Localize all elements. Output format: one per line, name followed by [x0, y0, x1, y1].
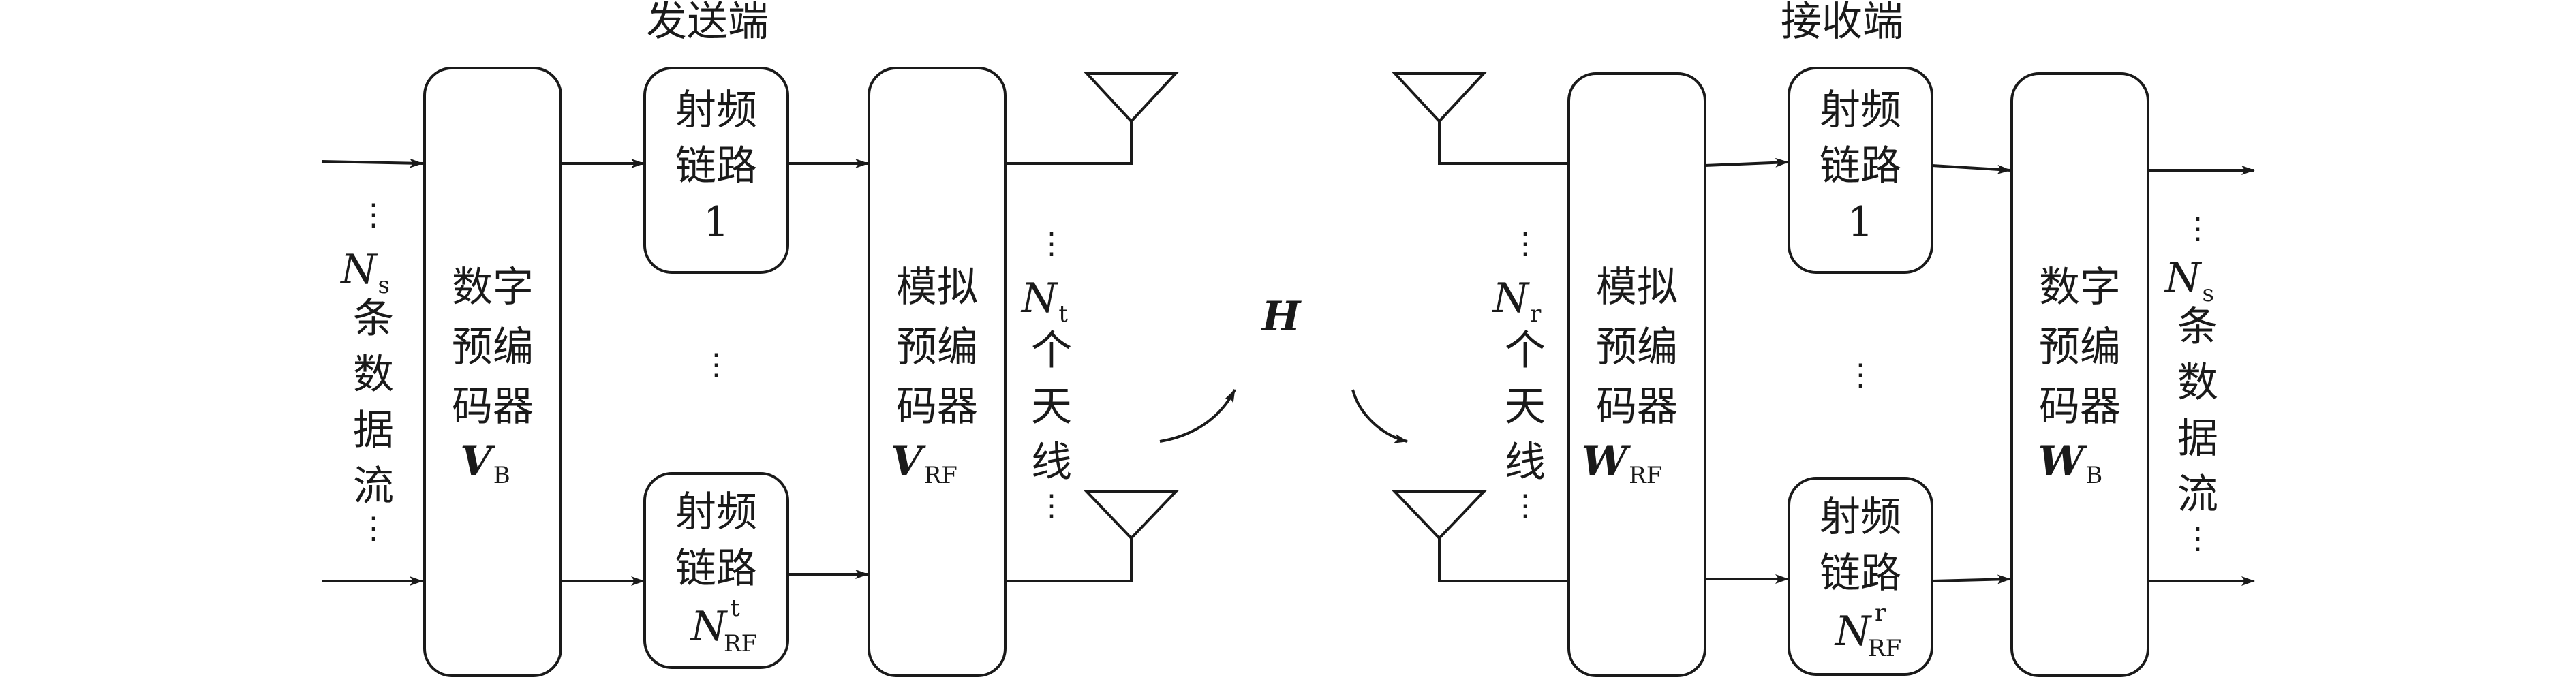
rx-arrow-rfn-dc — [1931, 574, 2011, 584]
rx-antenna-dots-bottom: ⋮ — [1510, 488, 1540, 523]
rx-rf-chain-bottom-sup: r — [1875, 599, 1886, 627]
tx-rf-chain-bottom-line-1: 射频 — [675, 488, 757, 536]
rx-digital-combiner-symbol: WB — [2038, 437, 2102, 489]
tx-rf-chain-bottom-sup: t — [731, 595, 740, 622]
rx-output-line-1: 条 — [2177, 303, 2218, 351]
rx-output-line-2: 数 — [2177, 359, 2218, 407]
tx-antenna-bottom-icon — [1084, 490, 1179, 540]
tx-input-arrow-top — [321, 158, 423, 168]
rx-digital-combiner-block: 数字 预编 码器 WB — [2010, 72, 2149, 677]
rx-output-line-3: 据 — [2177, 415, 2218, 463]
tx-antenna-n: Nt — [1020, 275, 1069, 328]
tx-digital-precoder-line-2: 预编 — [452, 324, 534, 371]
rx-title: 接收端 — [1781, 0, 1903, 46]
tx-input-line-3: 据 — [353, 407, 394, 454]
tx-digital-precoder-block: 数字 预编 码器 VB — [423, 67, 562, 677]
rx-antenna-label: ⋮ Nr 个 天 线 ⋮ — [1492, 226, 1546, 523]
tx-analog-precoder-symbol: VRF — [891, 437, 957, 489]
rx-analog-combiner-symbol: WRF — [1582, 437, 1663, 489]
rx-rf-chain-top: 射频 链路 1 — [1788, 67, 1933, 274]
rx-antenna-bottom-icon — [1392, 490, 1487, 540]
rx-output-line-4: 流 — [2177, 471, 2218, 518]
tx-rf-chain-top-index: 1 — [703, 198, 729, 246]
tx-rf-chain-bottom-symbol: N — [690, 603, 729, 651]
tx-input-n: Ns — [339, 246, 390, 299]
rx-arrow-ac-rf1 — [1704, 157, 1789, 168]
tx-antenna-label: ⋮ Nt 个 天 线 ⋮ — [1020, 226, 1072, 523]
tx-antenna-line-3: 线 — [1031, 439, 1072, 486]
tx-input-line-2: 数 — [353, 351, 394, 399]
tx-rf-chain-top-line-2: 链路 — [675, 142, 757, 190]
rx-antenna-line-1: 个 — [1505, 327, 1546, 375]
tx-rf-chain-bottom-line-2: 链路 — [675, 545, 757, 593]
rx-output-dots-bottom: ⋮ — [2183, 521, 2213, 556]
tx-digital-precoder-symbol: VB — [460, 437, 510, 489]
rx-rf-chain-top-line-2: 链路 — [1820, 142, 1901, 190]
rx-digital-combiner-line-3: 码器 — [2039, 383, 2121, 431]
tx-input-dots-top: ⋮ — [358, 198, 388, 232]
tx-analog-precoder-line-2: 预编 — [896, 324, 978, 371]
tx-rf-dots: ⋮ — [701, 347, 731, 382]
tx-input-line-4: 流 — [353, 463, 394, 510]
tx-antenna-dots-bottom: ⋮ — [1037, 488, 1067, 523]
rx-rf-chain-bottom-symbol: N — [1834, 608, 1873, 655]
tx-analog-precoder-line-1: 模拟 — [896, 264, 978, 311]
rx-output-dots-top: ⋮ — [2183, 211, 2213, 246]
tx-antenna-top-icon — [1084, 72, 1179, 123]
rx-rf-chain-bottom-line-1: 射频 — [1820, 493, 1901, 541]
tx-input-dots-bottom: ⋮ — [358, 511, 388, 546]
tx-title: 发送端 — [646, 0, 769, 46]
rx-antenna-n: Nr — [1492, 275, 1542, 328]
tx-antenna-feed-top — [1005, 121, 1133, 165]
rx-output-label: ⋮ Ns 条 数 据 流 ⋮ — [2164, 211, 2218, 556]
tx-input-line-1: 条 — [353, 295, 394, 343]
channel-arrow-rx — [1351, 389, 1408, 443]
tx-antenna-dots-top: ⋮ — [1037, 226, 1067, 261]
rx-antenna-line-3: 线 — [1505, 439, 1546, 486]
tx-input-label: ⋮ Ns 条 数 据 流 ⋮ — [339, 198, 394, 546]
rx-antenna-line-2: 天 — [1505, 383, 1546, 431]
rx-analog-combiner-line-3: 码器 — [1596, 383, 1678, 431]
rx-rf-chain-bottom: 射频 链路 N r RF — [1788, 477, 1933, 676]
rx-antenna-top-icon — [1392, 72, 1487, 123]
tx-antenna-line-1: 个 — [1031, 327, 1072, 375]
rx-rf-dots: ⋮ — [1845, 358, 1875, 392]
rx-output-n: Ns — [2164, 254, 2214, 307]
rx-rf-chain-top-index: 1 — [1847, 198, 1873, 246]
tx-antenna-feed-bottom — [1005, 538, 1133, 582]
rx-analog-combiner-line-1: 模拟 — [1596, 264, 1678, 311]
tx-digital-precoder-line-3: 码器 — [452, 383, 534, 431]
tx-rf-chain-bottom-sub: RF — [724, 630, 757, 657]
rx-digital-combiner-line-2: 预编 — [2039, 324, 2121, 371]
tx-digital-precoder-line-1: 数字 — [452, 264, 534, 311]
tx-rf-chain-top-line-1: 射频 — [675, 87, 757, 134]
tx-analog-precoder-block: 模拟 预编 码器 VRF — [868, 67, 1007, 677]
rx-rf-chain-bottom-sub: RF — [1868, 635, 1901, 662]
tx-rf-chain-bottom: 射频 链路 N t RF — [643, 472, 789, 669]
rx-antenna-feed-bottom — [1438, 538, 1567, 582]
rx-rf-chain-top-line-1: 射频 — [1820, 87, 1901, 134]
rx-arrow-rf1-dc — [1931, 164, 2011, 174]
channel-symbol: H — [1261, 293, 1302, 341]
rx-rf-chain-bottom-line-2: 链路 — [1820, 550, 1901, 597]
rx-antenna-dots-top: ⋮ — [1510, 226, 1540, 261]
tx-rf-chain-top: 射频 链路 1 — [643, 67, 789, 274]
rx-antenna-feed-top — [1438, 121, 1567, 165]
tx-analog-precoder-line-3: 码器 — [896, 383, 978, 431]
rx-digital-combiner-line-1: 数字 — [2039, 264, 2121, 311]
channel-arrow-tx — [1159, 389, 1236, 443]
rx-analog-combiner-line-2: 预编 — [1596, 324, 1678, 371]
tx-antenna-line-2: 天 — [1031, 383, 1072, 431]
rx-analog-combiner-block: 模拟 预编 码器 WRF — [1567, 72, 1706, 677]
